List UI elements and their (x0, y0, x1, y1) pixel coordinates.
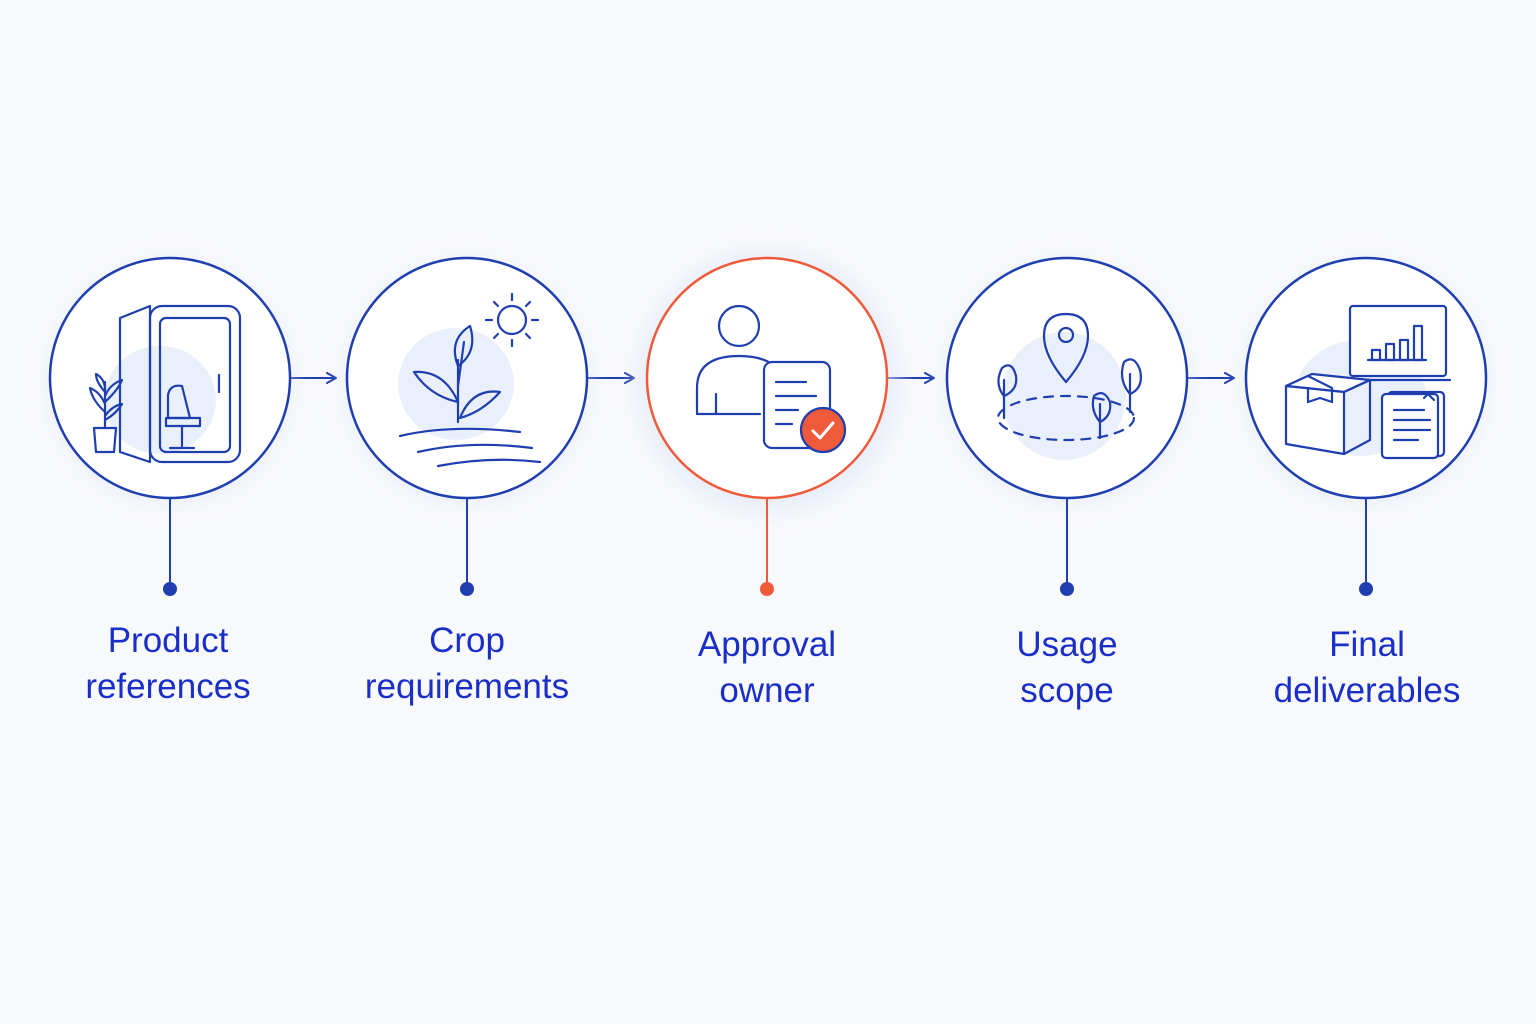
approved-badge-icon (801, 408, 845, 452)
step-1-label-line2: references (38, 664, 298, 710)
step-4-node (945, 258, 1189, 596)
step-1-dot (163, 582, 177, 596)
step-5-dot (1359, 582, 1373, 596)
step-4-label: Usage scope (937, 622, 1197, 714)
step-2-label-line1: Crop (337, 618, 597, 664)
step-4-dot (1060, 582, 1074, 596)
step-1-node (48, 258, 292, 596)
step-4-label-line2: scope (937, 668, 1197, 714)
step-2-label-line2: requirements (337, 664, 597, 710)
step-2-dot (460, 582, 474, 596)
step-3-dot (760, 582, 774, 596)
step-2-node (345, 258, 589, 596)
step-1-label-line1: Product (38, 618, 298, 664)
step-3-label-line1: Approval (637, 622, 897, 668)
step-3-node (636, 250, 900, 596)
step-5-node (1244, 258, 1488, 596)
step-4-label-line1: Usage (937, 622, 1197, 668)
step-5-label: Final deliverables (1237, 622, 1497, 714)
step-5-label-line2: deliverables (1237, 668, 1497, 714)
step-3-label: Approval owner (637, 622, 897, 714)
step-5-label-line1: Final (1237, 622, 1497, 668)
step-1-label: Product references (38, 618, 298, 710)
step-3-label-line2: owner (637, 668, 897, 714)
step-2-label: Crop requirements (337, 618, 597, 710)
